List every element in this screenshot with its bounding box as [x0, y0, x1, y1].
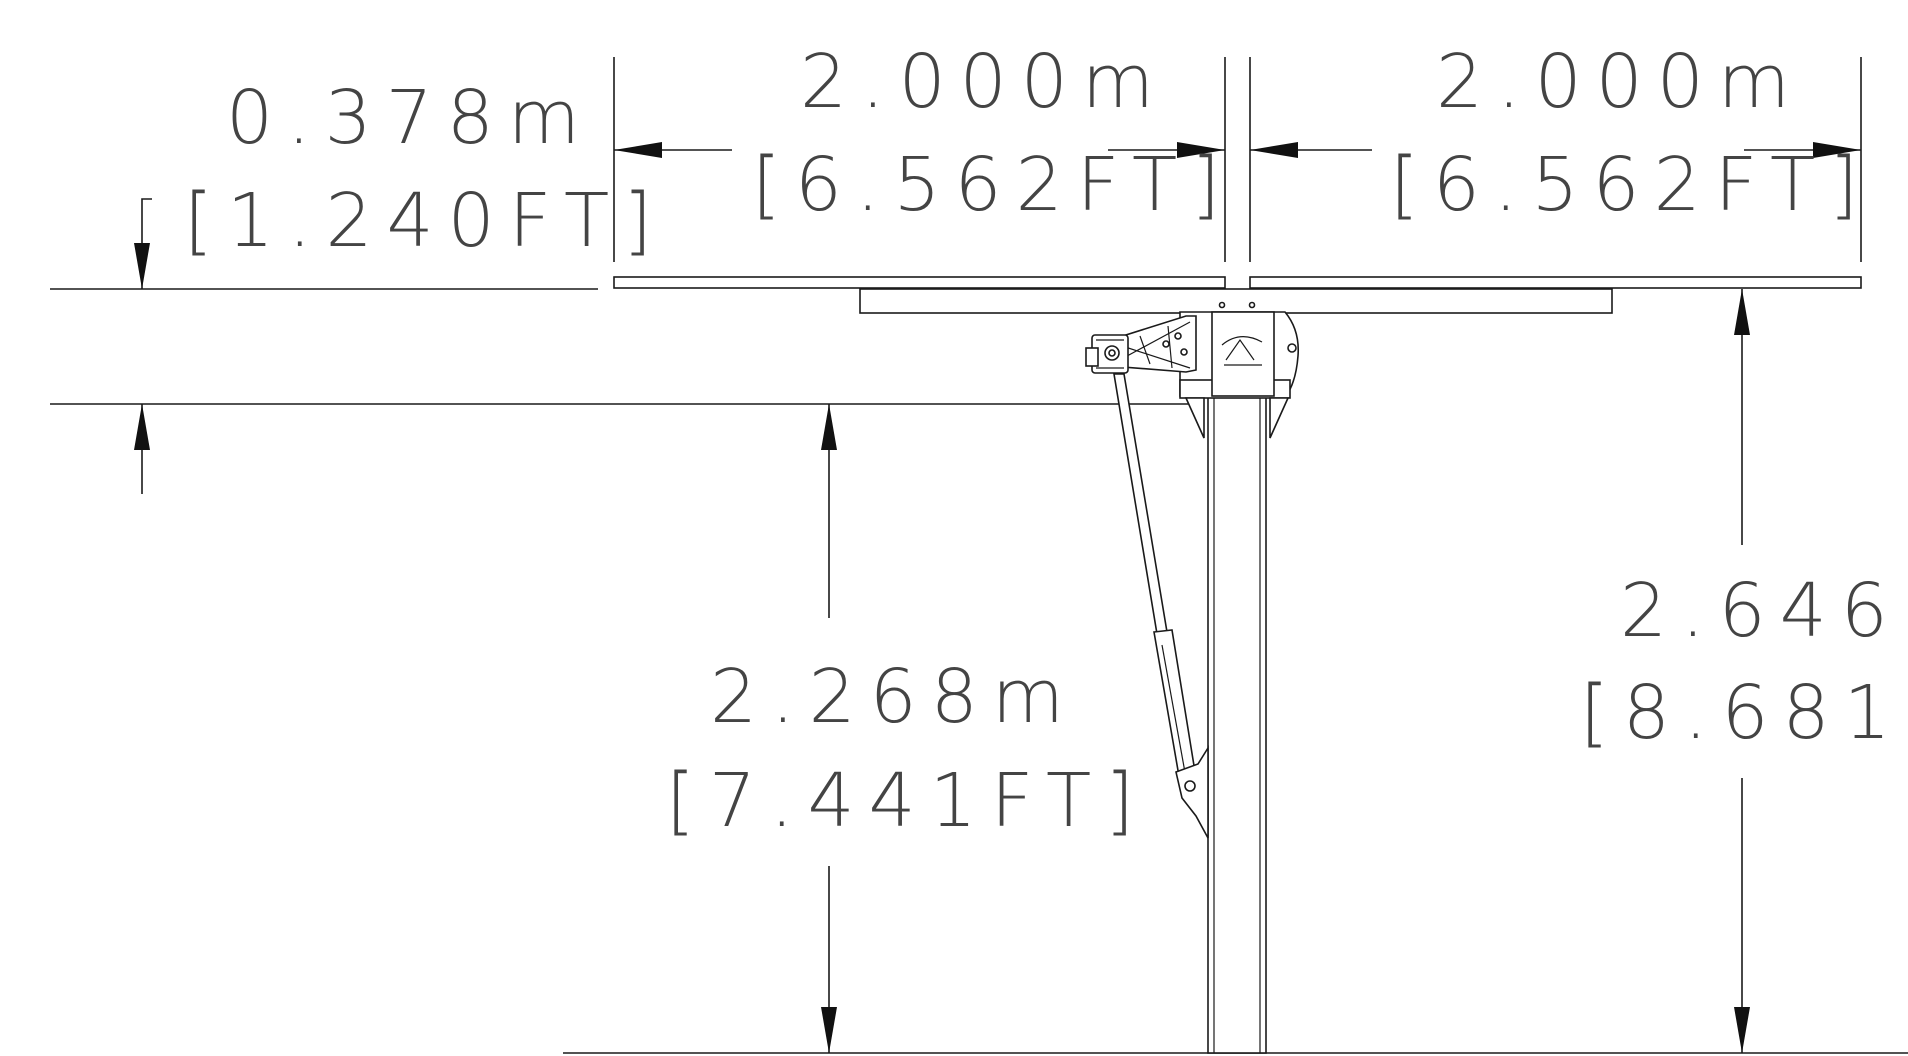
right-panel-width-imperial: [6.562FT]: [1390, 142, 1872, 228]
pivot-height-metric: 2.268m: [710, 654, 1078, 740]
left-panel-width-metric: 2.000m: [800, 39, 1168, 125]
max-height-metric: 2.646m: [1620, 568, 1908, 654]
left-pv-panel: [613, 276, 1226, 289]
actuator-arm: [1109, 315, 1197, 373]
top-offset-metric: 0.378m: [226, 75, 594, 161]
lower-mount-bracket: [1175, 745, 1209, 839]
dimension-lines: [134, 142, 1861, 1053]
top-offset-imperial: [1.240FT]: [184, 178, 666, 264]
drive-head: [1179, 311, 1300, 439]
tracker-structure: [613, 276, 1862, 1054]
dimension-labels: 0.378m [1.240FT] 2.000m [6.562FT] 2.000m…: [184, 39, 1908, 844]
post: [1207, 395, 1267, 1054]
right-pv-panel: [1249, 276, 1862, 289]
torque-tube-frame: [859, 288, 1613, 314]
left-panel-width-imperial: [6.562FT]: [752, 142, 1234, 228]
max-height-imperial: [8.681FT]: [1580, 670, 1908, 756]
actuator-clevis: [1085, 334, 1129, 374]
pivot-height-imperial: [7.441FT]: [666, 758, 1148, 844]
linear-actuator: [1113, 373, 1197, 783]
right-panel-width-metric: 2.000m: [1436, 39, 1804, 125]
